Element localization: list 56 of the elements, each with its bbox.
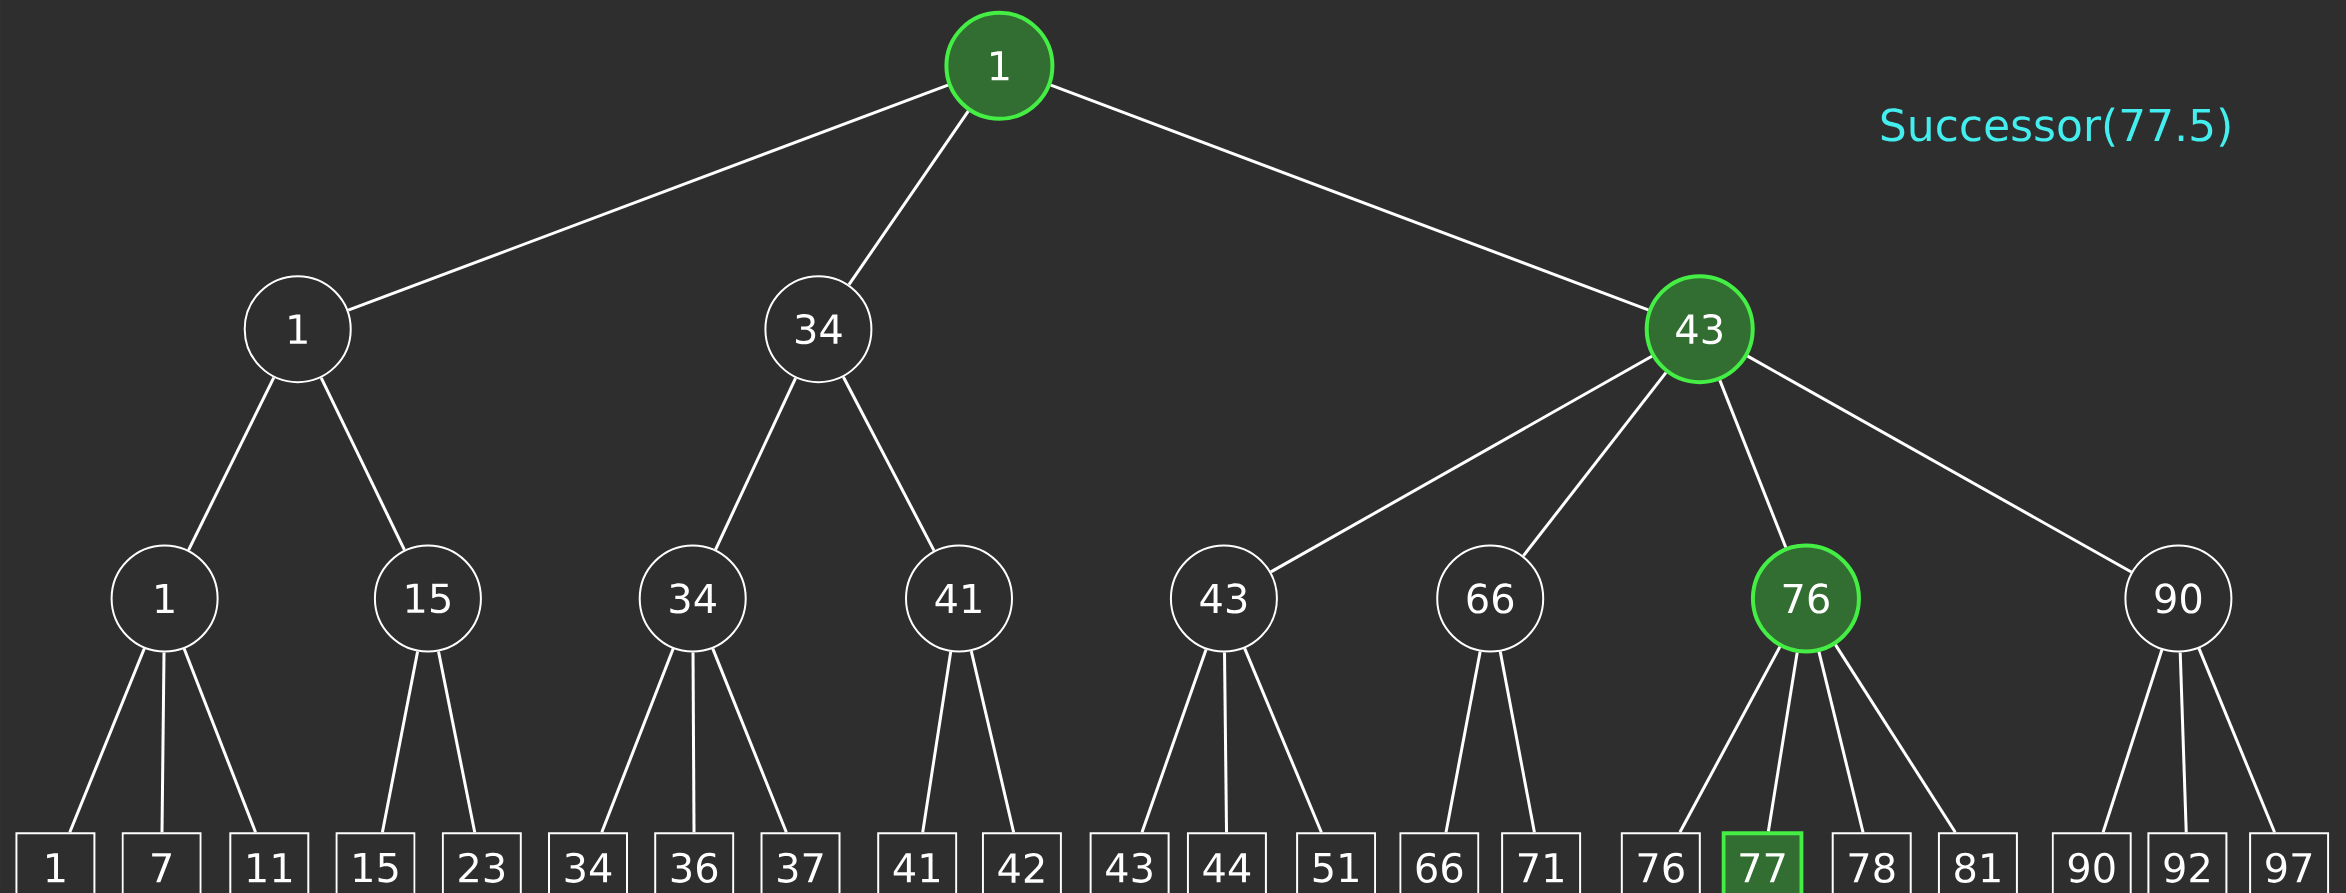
edge-line: [1817, 651, 1865, 833]
leaf-box: 23: [441, 832, 522, 893]
leaf-box: 76: [1620, 832, 1701, 893]
edge-line: [187, 376, 276, 551]
leaf-box: 97: [2249, 832, 2330, 893]
edge-line: [842, 376, 936, 552]
edge-line: [160, 652, 166, 833]
edge-line: [1140, 648, 1208, 833]
edge-line: [1746, 354, 2133, 574]
edge-line: [1834, 644, 1957, 834]
edge-line: [1498, 651, 1536, 833]
edge-line: [711, 648, 788, 833]
leaf-box: 66: [1399, 832, 1480, 893]
leaf-box: 81: [1937, 832, 2018, 893]
edge-line: [1243, 647, 1323, 833]
edge-line: [1270, 354, 1653, 574]
leaf-box: 41: [877, 832, 958, 893]
leaf-box: 51: [1296, 832, 1377, 893]
leaf-box: 43: [1089, 832, 1170, 893]
edge-line: [847, 110, 970, 286]
edge-line: [2101, 649, 2164, 833]
edge-line: [969, 650, 1016, 833]
leaf-box: 92: [2147, 832, 2228, 893]
edge-line: [437, 651, 477, 833]
edge-line: [921, 651, 953, 833]
leaf-box: 7: [121, 832, 202, 893]
edge-line: [2178, 652, 2188, 833]
edge-line: [1766, 652, 1799, 832]
edge-line: [182, 648, 257, 833]
leaf-box: 71: [1501, 832, 1582, 893]
edge-line: [600, 648, 675, 833]
leaf-box: 78: [1831, 832, 1912, 893]
leaf-box: 36: [654, 832, 735, 893]
leaf-box: 90: [2051, 832, 2132, 893]
leaf-box: 44: [1186, 832, 1267, 893]
edge-line: [347, 83, 949, 312]
leaf-box: 11: [229, 832, 310, 893]
edge-line: [2197, 647, 2276, 833]
leaf-box: 15: [335, 832, 416, 893]
edge-line: [1223, 652, 1228, 833]
edge-line: [1522, 371, 1668, 557]
edge-line: [714, 377, 797, 551]
query-label: Successor(77.5): [1881, 107, 2230, 147]
edge-line: [1444, 651, 1482, 833]
edge-line: [691, 652, 696, 833]
leaf-box: 77: [1721, 831, 1804, 893]
leaf-box: 37: [760, 832, 841, 893]
leaf-box: 42: [981, 832, 1062, 893]
edge-line: [319, 377, 406, 551]
leaf-box: 1: [15, 832, 96, 893]
edge-line: [1050, 83, 1649, 312]
leaf-box: 34: [548, 832, 628, 893]
edge-line: [68, 647, 146, 833]
edge-line: [1718, 379, 1788, 548]
edge-line: [380, 651, 420, 833]
edge-line: [1678, 646, 1782, 833]
